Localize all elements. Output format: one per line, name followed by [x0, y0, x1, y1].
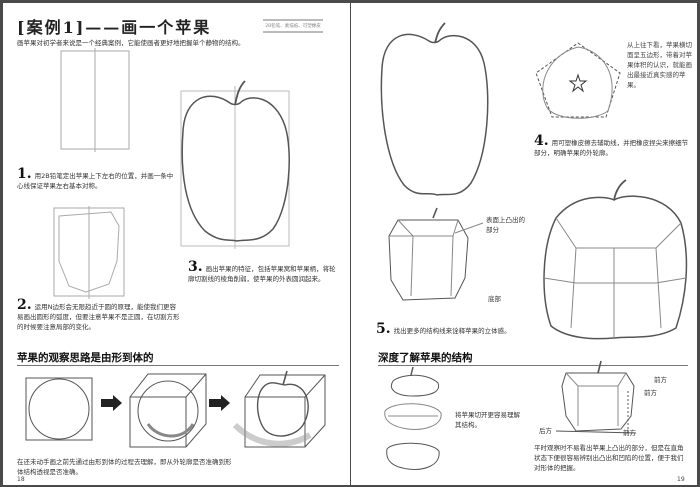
circle-in-square-sketch: [25, 377, 93, 441]
section-divider: [378, 365, 688, 366]
frame-sketch-2: [53, 206, 125, 299]
section-title-form-to-volume: 苹果的观察思路是由形到体的: [17, 352, 154, 364]
label-bulge: 表面上凸出的部分: [486, 216, 525, 234]
step-2: 2.运用N边形会无限趋近于圆的原理，能使我们更容易画出圆形的弧度，但要注意苹果不…: [17, 297, 180, 331]
page-title: [案例1]——画一个苹果: [17, 18, 212, 37]
page-number: 19: [677, 476, 685, 483]
label-front-bottom: 前方: [623, 429, 636, 437]
pentagon-note: 从上往下看，苹果横切面呈五边形，带着对苹果体积的认识，就能画出最接近真实感的苹果…: [627, 41, 692, 89]
page-number: 18: [17, 476, 25, 483]
apple-in-cube-sketch: [232, 370, 326, 448]
apple-front-back-sketch: [555, 360, 637, 434]
bottom-note: 平时观察时不易看出苹果上凸出的部分，但是在直角状态下便很容易辨别出凸出和凹陷的位…: [534, 444, 684, 472]
intro-text: 画苹果对初学者来说是一个经典案例，它能使画者更好地把握单个静物的结构。: [17, 39, 245, 47]
slice-note: 将苹果切开更容易理解其结构。: [455, 411, 520, 429]
frame-sketch-1: [60, 48, 130, 152]
label-bottom: 底部: [488, 295, 501, 303]
sphere-in-cube-sketch: [129, 373, 207, 448]
sliced-apple-sketch: [384, 366, 442, 470]
faceted-apple-sketch-large: [543, 179, 688, 340]
arrow-icon: [101, 395, 122, 411]
section-divider: [17, 365, 339, 366]
right-page: 从上往下看，苹果横切面呈五边形，带着对苹果体积的认识，就能画出最接近真实感的苹果…: [351, 3, 697, 485]
label-front-top: 前方: [654, 376, 667, 384]
step-1: 1.用2B铅笔定出苹果上下左右的位置，并画一条中心线保证苹果左右基本对称。: [17, 166, 174, 190]
section-title-apple-structure: 深度了解苹果的结构: [378, 352, 473, 364]
apple-outline-sketch: [380, 22, 489, 196]
faceted-apple-sketch-small: [388, 207, 484, 301]
step-4: 4.用可塑橡皮擦去辅助线，并把橡皮捏尖来擦细节部分，明确苹果的外轮廓。: [534, 133, 689, 157]
apple-sketch-step3: [180, 80, 290, 249]
label-front-mid: 前方: [644, 389, 657, 397]
caption: 在还未动手画之前先通过由形到体的过程去理解，即从外轮廓是否准确到形体结构透视是否…: [17, 458, 232, 476]
pentagon-cross-section-sketch: [535, 42, 621, 119]
arrow-icon: [209, 395, 230, 411]
left-page: [案例1]——画一个苹果 2B铅笔、素描纸、可塑橡皮 画苹果对初学者来说是一个经…: [3, 3, 350, 485]
step-5: 5.找出更多的结构线来诠释苹果的立体感。: [376, 321, 511, 337]
label-back: 后方: [539, 427, 552, 435]
tools-box: 2B铅笔、素描纸、可塑橡皮: [263, 19, 323, 33]
step-3: 3.画出苹果的特征，包括苹果窝和苹果柄，将轮廓切割线的棱角削弱，使苹果的外表圆润…: [188, 259, 336, 283]
